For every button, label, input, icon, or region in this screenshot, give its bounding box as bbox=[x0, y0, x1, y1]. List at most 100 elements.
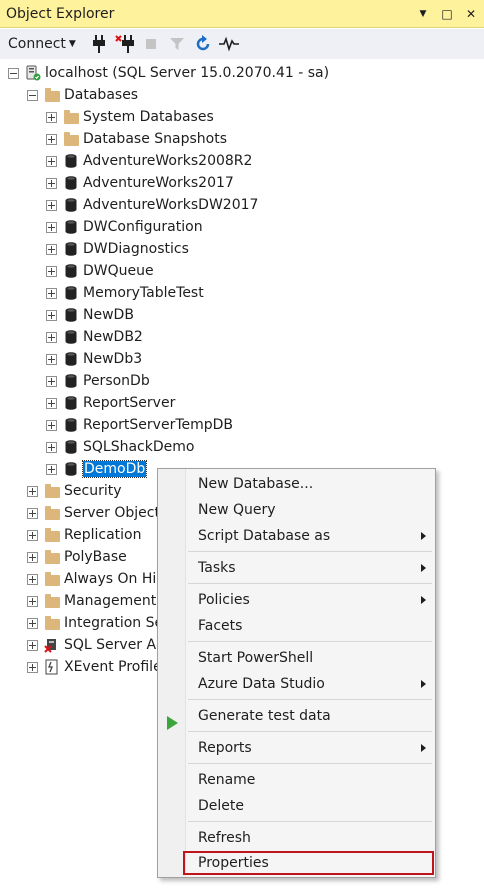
expand-icon[interactable] bbox=[46, 111, 57, 123]
menu-item-reports[interactable]: Reports bbox=[186, 736, 435, 760]
menu-item-label: Azure Data Studio bbox=[198, 676, 325, 692]
expand-icon[interactable] bbox=[46, 199, 57, 211]
expand-icon[interactable] bbox=[46, 309, 57, 321]
tree-node-server[interactable]: localhost (SQL Server 15.0.2070.41 - sa) bbox=[8, 62, 329, 84]
expand-icon[interactable] bbox=[46, 133, 57, 145]
stop-icon[interactable] bbox=[140, 33, 162, 55]
menu-item-label: New Query bbox=[198, 502, 276, 518]
tree-node-label: NewDB2 bbox=[83, 329, 143, 345]
auto-hide-pin-icon[interactable]: □ bbox=[441, 6, 453, 21]
expand-icon[interactable] bbox=[27, 529, 38, 541]
collapse-icon[interactable] bbox=[8, 67, 19, 79]
tree-node-security[interactable]: Security bbox=[27, 480, 122, 502]
tree-node-databases[interactable]: Databases bbox=[27, 84, 138, 106]
expand-icon[interactable] bbox=[27, 617, 38, 629]
submenu-arrow-icon bbox=[421, 564, 426, 572]
submenu-arrow-icon bbox=[421, 596, 426, 604]
expand-icon[interactable] bbox=[46, 243, 57, 255]
tree-node-database[interactable]: AdventureWorks2008R2 bbox=[46, 150, 252, 172]
tree-node-xevent-profiler[interactable]: XEvent Profiler bbox=[27, 656, 167, 678]
tree-node-database-snapshots[interactable]: Database Snapshots bbox=[46, 128, 227, 150]
expand-icon[interactable] bbox=[46, 265, 57, 277]
tree-node-replication[interactable]: Replication bbox=[27, 524, 141, 546]
menu-item-policies[interactable]: Policies bbox=[186, 588, 435, 612]
folder-icon bbox=[44, 571, 60, 587]
tree-node-database[interactable]: PersonDb bbox=[46, 370, 150, 392]
tree-node-label: AdventureWorksDW2017 bbox=[83, 197, 259, 213]
expand-icon[interactable] bbox=[46, 331, 57, 343]
menu-item-azure-data-studio[interactable]: Azure Data Studio bbox=[186, 672, 435, 696]
refresh-icon[interactable] bbox=[192, 33, 214, 55]
expand-icon[interactable] bbox=[27, 595, 38, 607]
disconnect-icon[interactable] bbox=[114, 33, 136, 55]
menu-item-delete[interactable]: Delete bbox=[186, 794, 435, 818]
expand-icon[interactable] bbox=[27, 507, 38, 519]
database-icon bbox=[63, 175, 79, 191]
expand-icon[interactable] bbox=[27, 639, 38, 651]
menu-item-label: New Database... bbox=[198, 476, 314, 492]
menu-item-tasks[interactable]: Tasks bbox=[186, 556, 435, 580]
expand-icon[interactable] bbox=[27, 551, 38, 563]
tree-node-polybase[interactable]: PolyBase bbox=[27, 546, 127, 568]
close-icon[interactable]: ✕ bbox=[465, 6, 477, 21]
expand-icon[interactable] bbox=[27, 661, 38, 673]
tree-node-database[interactable]: SQLShackDemo bbox=[46, 436, 194, 458]
menu-item-start-powershell[interactable]: Start PowerShell bbox=[186, 646, 435, 670]
tree-node-label: MemoryTableTest bbox=[83, 285, 204, 301]
tree-node-label: NewDb3 bbox=[83, 351, 143, 367]
tree-node-database[interactable]: ReportServerTempDB bbox=[46, 414, 233, 436]
menu-item-rename[interactable]: Rename bbox=[186, 768, 435, 792]
tree-node-sql-server-agent[interactable]: SQL Server Agent bbox=[27, 634, 188, 656]
tree-node-database[interactable]: DWDiagnostics bbox=[46, 238, 189, 260]
expand-icon[interactable] bbox=[46, 287, 57, 299]
tree-node-database[interactable]: MemoryTableTest bbox=[46, 282, 204, 304]
expand-icon[interactable] bbox=[27, 485, 38, 497]
menu-separator bbox=[188, 583, 432, 584]
menu-item-refresh[interactable]: Refresh bbox=[186, 826, 435, 850]
menu-item-facets[interactable]: Facets bbox=[186, 614, 435, 638]
tree-node-label: AdventureWorks2017 bbox=[83, 175, 234, 191]
tree-node-server-objects[interactable]: Server Objects bbox=[27, 502, 167, 524]
filter-icon[interactable] bbox=[166, 33, 188, 55]
tree-node-database[interactable]: DWQueue bbox=[46, 260, 154, 282]
tree-node-database[interactable]: NewDb3 bbox=[46, 348, 142, 370]
tree-node-system-databases[interactable]: System Databases bbox=[46, 106, 214, 128]
menu-item-generate-test-data[interactable]: Generate test data bbox=[186, 704, 435, 728]
tree-node-database[interactable]: DWConfiguration bbox=[46, 216, 203, 238]
tree-node-database-selected[interactable]: DemoDb bbox=[46, 458, 148, 480]
tree-node-database[interactable]: NewDB2 bbox=[46, 326, 143, 348]
connect-button[interactable]: Connect ▼ bbox=[8, 36, 76, 52]
expand-icon[interactable] bbox=[46, 353, 57, 365]
activity-monitor-icon[interactable] bbox=[218, 33, 240, 55]
database-icon bbox=[63, 351, 79, 367]
database-icon bbox=[63, 329, 79, 345]
menu-item-script-database-as[interactable]: Script Database as bbox=[186, 524, 435, 548]
expand-icon[interactable] bbox=[46, 177, 57, 189]
menu-separator bbox=[188, 641, 432, 642]
expand-icon[interactable] bbox=[46, 155, 57, 167]
expand-icon[interactable] bbox=[46, 375, 57, 387]
tree-node-database[interactable]: AdventureWorks2017 bbox=[46, 172, 234, 194]
menu-item-properties[interactable]: Properties bbox=[183, 851, 434, 875]
expand-icon[interactable] bbox=[46, 419, 57, 431]
expand-icon[interactable] bbox=[46, 397, 57, 409]
tree-node-management[interactable]: Management bbox=[27, 590, 156, 612]
expand-icon[interactable] bbox=[46, 441, 57, 453]
connect-plug-icon[interactable] bbox=[88, 33, 110, 55]
collapse-icon[interactable] bbox=[27, 89, 38, 101]
window-position-dropdown-icon[interactable]: ▼ bbox=[419, 8, 427, 19]
menu-item-label: Facets bbox=[198, 618, 243, 634]
database-icon bbox=[63, 461, 79, 477]
expand-icon[interactable] bbox=[27, 573, 38, 585]
menu-item-new-database[interactable]: New Database... bbox=[186, 472, 435, 496]
folder-icon bbox=[44, 483, 60, 499]
expand-icon[interactable] bbox=[46, 221, 57, 233]
panel-title: Object Explorer bbox=[6, 5, 115, 22]
menu-separator bbox=[188, 699, 432, 700]
menu-item-new-query[interactable]: New Query bbox=[186, 498, 435, 522]
expand-icon[interactable] bbox=[46, 463, 57, 475]
tree-node-label: DWQueue bbox=[83, 263, 154, 279]
tree-node-database[interactable]: AdventureWorksDW2017 bbox=[46, 194, 258, 216]
tree-node-database[interactable]: NewDB bbox=[46, 304, 134, 326]
tree-node-database[interactable]: ReportServer bbox=[46, 392, 175, 414]
